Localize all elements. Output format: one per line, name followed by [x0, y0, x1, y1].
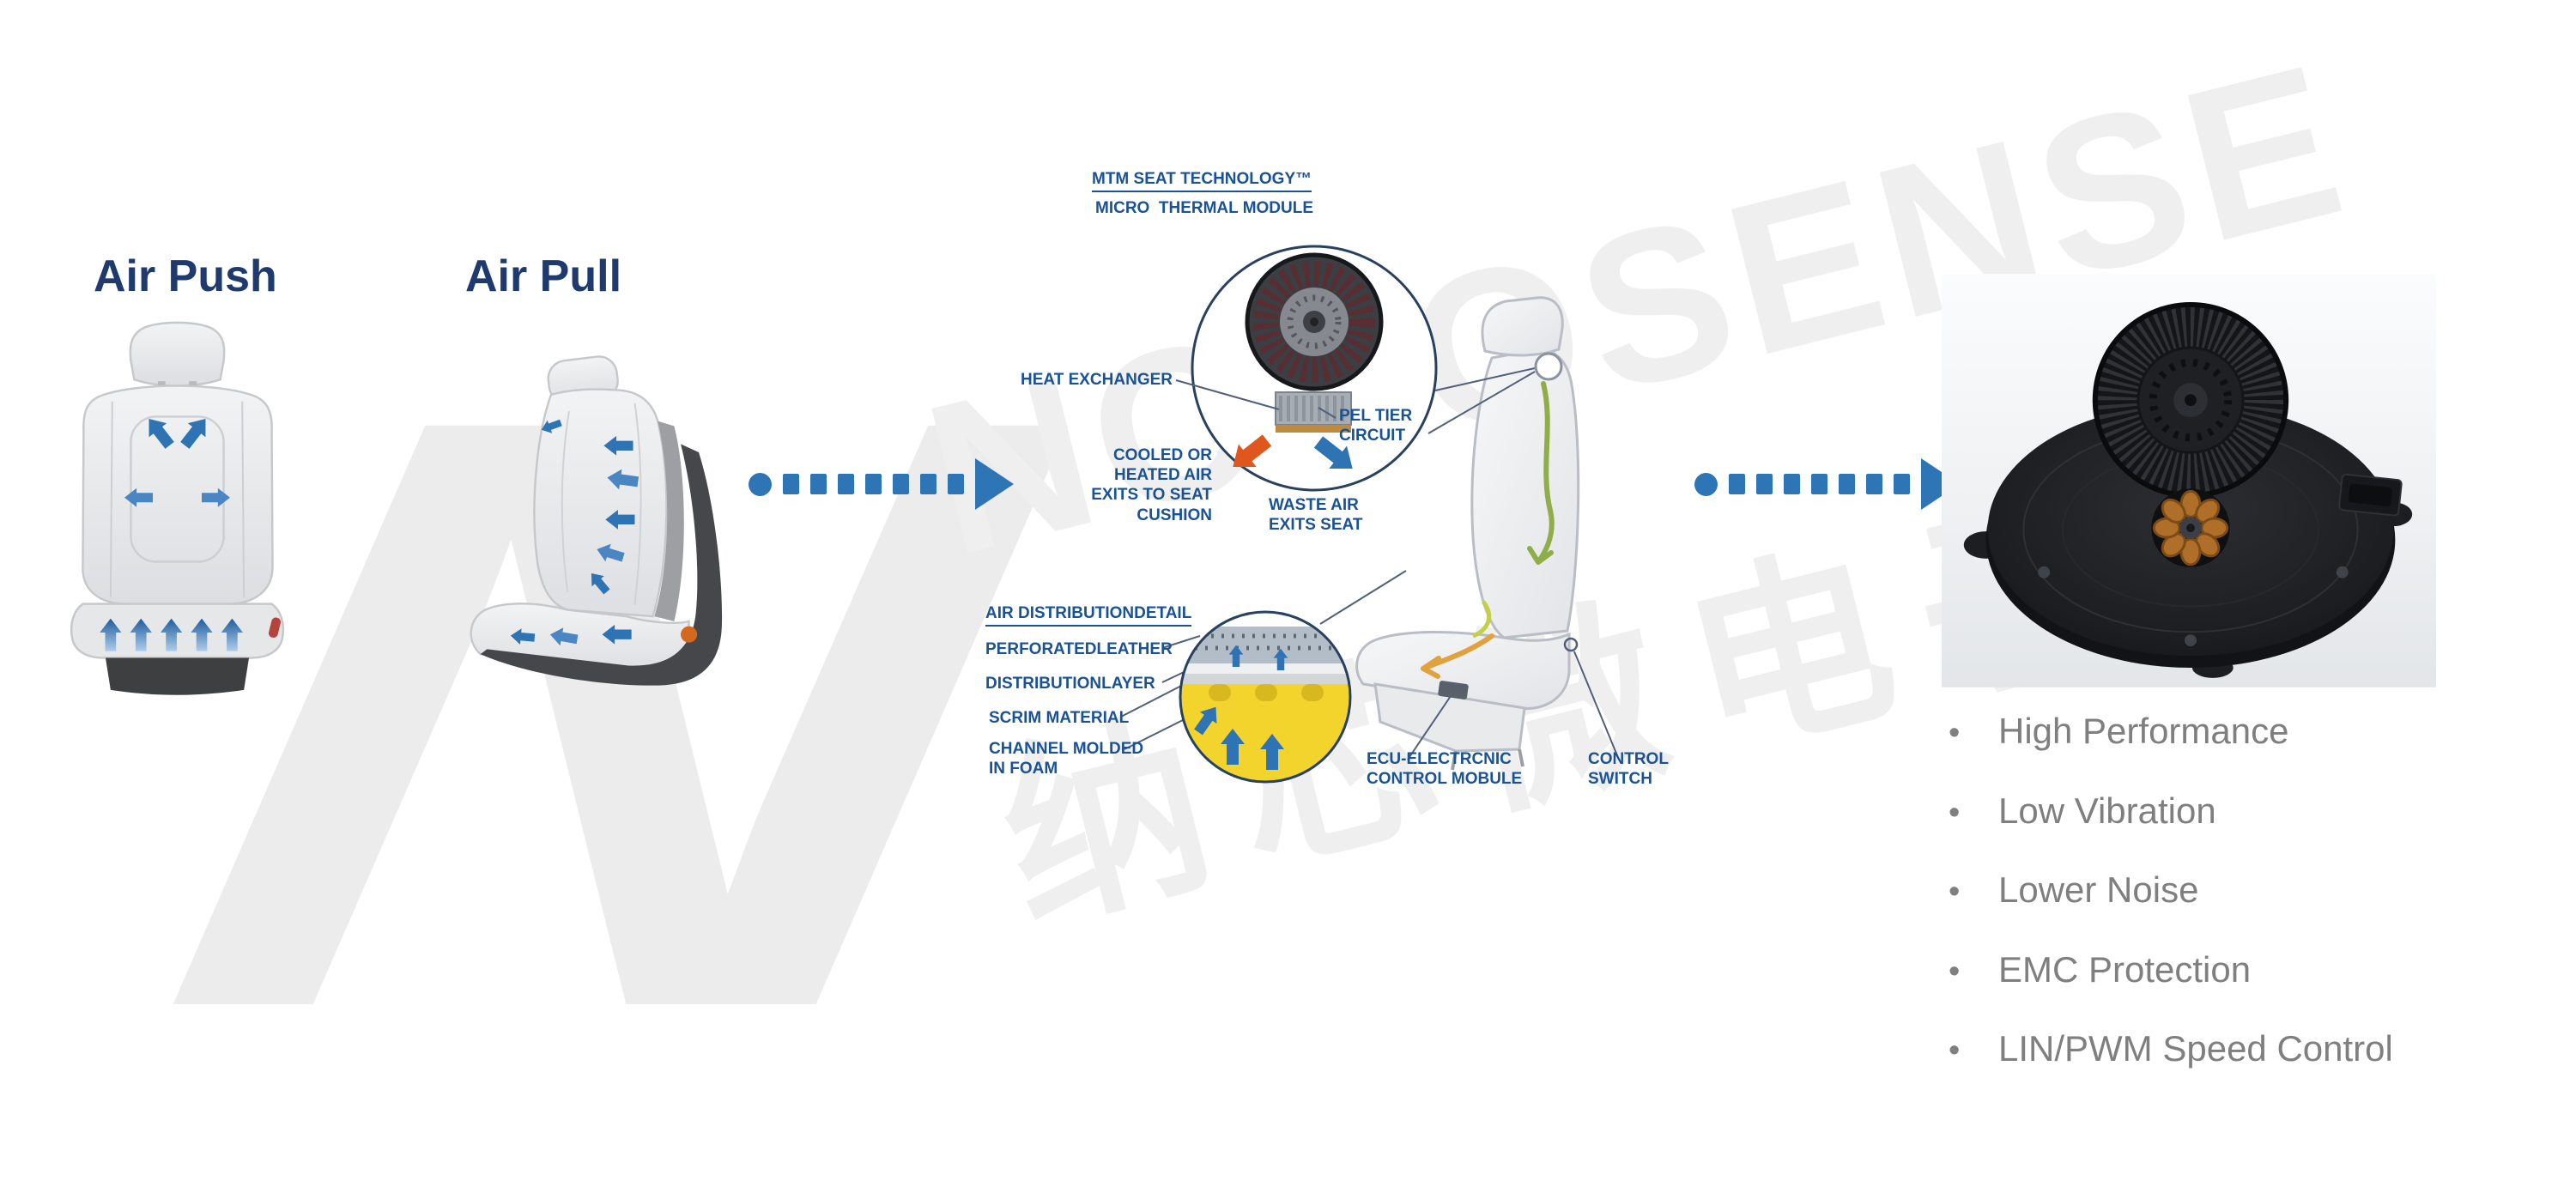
label-peltier-circuit: PEL TIER CIRCUIT — [1339, 407, 1413, 445]
motor-coils-graphic — [2151, 488, 2230, 567]
blower-indicator-dot — [681, 626, 698, 643]
foam-layers-graphic — [1180, 627, 1350, 782]
feature-item: • High Performance — [1949, 709, 2393, 754]
air-pull-heading: Air Pull — [465, 251, 622, 301]
mtm-subtitle: MICRO THERMAL MODULE — [1095, 199, 1314, 217]
label-waste-air: WASTE AIR EXITS SEAT — [1269, 496, 1363, 535]
label-air-distribution-title: AIR DISTRIBUTIONDETAIL — [985, 603, 1192, 627]
label-perforated-leather: PERFORATEDLEATHER — [985, 640, 1173, 658]
arrow-start-dot — [1694, 472, 1718, 496]
mtm-diagram: MTM SEAT TECHNOLOGY™ MICRO THERMAL MODUL… — [979, 159, 1691, 824]
heat-exchanger-graphic — [1275, 391, 1352, 433]
label-scrim-material: SCRIM MATERIAL — [989, 709, 1130, 727]
bullet-marker: • — [1949, 874, 1961, 910]
bullet-marker: • — [1949, 953, 1961, 990]
bullet-marker: • — [1949, 794, 1961, 831]
control-switch-graphic — [1563, 637, 1579, 652]
connector-graphic — [2338, 473, 2403, 517]
feature-item: • LIN/PWM Speed Control — [1949, 1026, 2393, 1072]
air-pull-seat-illustration — [470, 355, 723, 686]
label-cooled-air: COOLED OR HEATED AIR EXITS TO SEAT CUSHI… — [1091, 446, 1212, 524]
flow-arrow-right — [1694, 458, 1960, 510]
bullet-marker: • — [1949, 715, 1961, 751]
mtm-fan-graphic — [1245, 252, 1384, 391]
feature-item: • Low Vibration — [1949, 789, 2393, 834]
ring-fan-graphic — [2092, 301, 2289, 499]
flow-arrow-left — [749, 458, 1014, 510]
feature-label: Lower Noise — [1998, 869, 2199, 910]
arrow-start-dot — [749, 472, 772, 496]
module-inlet-knob — [1534, 352, 1563, 381]
air-push-seat-illustration — [70, 321, 285, 695]
ecu-module-graphic — [1438, 681, 1469, 699]
feature-label: High Performance — [1998, 711, 2289, 751]
feature-label: Low Vibration — [1998, 790, 2216, 831]
mtm-title: MTM SEAT TECHNOLOGY™ — [1092, 169, 1312, 193]
label-channel-molded: CHANNEL MOLDED IN FOAM — [989, 740, 1144, 778]
blower-module-photo — [1942, 274, 2436, 687]
arrowhead-icon — [975, 458, 1014, 510]
feature-item: • EMC Protection — [1949, 948, 2393, 993]
feature-label: EMC Protection — [1998, 948, 2252, 990]
seat-side-illustration — [1355, 296, 1580, 753]
label-heat-exchanger: HEAT EXCHANGER — [1021, 371, 1173, 389]
feature-label: LIN/PWM Speed Control — [1998, 1028, 2393, 1069]
feature-item: • Lower Noise — [1949, 868, 2393, 913]
label-ecu: ECU-ELECTRCNIC CONTROL MOBULE — [1367, 750, 1523, 789]
label-control-switch: CONTROL SWITCH — [1588, 750, 1669, 789]
mtm-diagram-graphics — [1120, 245, 1620, 784]
air-push-heading: Air Push — [94, 251, 277, 301]
feature-list: • High Performance • Low Vibration • Low… — [1949, 709, 2393, 1106]
label-distribution-layer: DISTRIBUTIONLAYER — [985, 675, 1155, 693]
bullet-marker: • — [1949, 1033, 1961, 1069]
